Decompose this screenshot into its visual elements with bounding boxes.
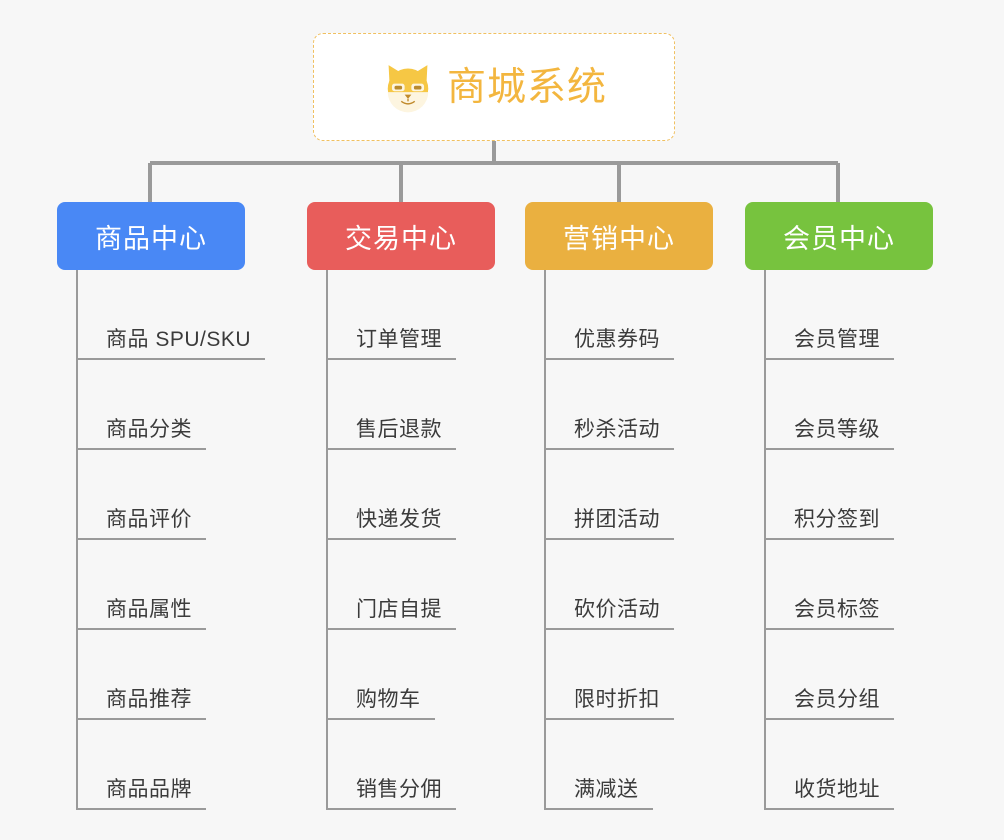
branch-header-trade[interactable]: 交易中心 [307, 202, 495, 270]
branch-header-marketing[interactable]: 营销中心 [525, 202, 713, 270]
branch-marketing: 营销中心 优惠券码 秒杀活动 拼团活动 砍价活动 限时折扣 满减送 [525, 202, 713, 810]
list-item[interactable]: 满减送 [544, 720, 713, 810]
list-item[interactable]: 秒杀活动 [544, 360, 713, 450]
list-item[interactable]: 积分签到 [764, 450, 933, 540]
list-item[interactable]: 售后退款 [326, 360, 495, 450]
list-item[interactable]: 商品评价 [76, 450, 245, 540]
shiba-dog-icon [387, 65, 429, 113]
list-item-label: 商品分类 [76, 417, 206, 450]
list-item-label: 积分签到 [764, 507, 894, 540]
list-item-label: 商品属性 [76, 597, 206, 630]
branch-header-member[interactable]: 会员中心 [745, 202, 933, 270]
root-title: 商城系统 [446, 65, 607, 109]
list-item[interactable]: 会员标签 [764, 540, 933, 630]
list-item[interactable]: 订单管理 [326, 270, 495, 360]
list-item[interactable]: 砍价活动 [544, 540, 713, 630]
branch-label: 会员中心 [783, 223, 895, 254]
branch-label: 交易中心 [345, 223, 457, 254]
list-item[interactable]: 会员管理 [764, 270, 933, 360]
branch-product: 商品中心 商品 SPU/SKU 商品分类 商品评价 商品属性 商品推荐 商品品牌 [57, 202, 266, 810]
list-item-label: 会员分组 [764, 687, 894, 720]
branch-member: 会员中心 会员管理 会员等级 积分签到 会员标签 会员分组 收货地址 [745, 202, 933, 810]
branch-header-product[interactable]: 商品中心 [57, 202, 245, 270]
list-item-label: 砍价活动 [544, 597, 674, 630]
list-item-label: 会员标签 [764, 597, 894, 630]
list-item[interactable]: 收货地址 [764, 720, 933, 810]
list-item-label: 拼团活动 [544, 507, 674, 540]
branch-item-list-marketing: 优惠券码 秒杀活动 拼团活动 砍价活动 限时折扣 满减送 [525, 270, 713, 810]
branch-item-list-trade: 订单管理 售后退款 快递发货 门店自提 购物车 销售分佣 [307, 270, 495, 810]
list-item[interactable]: 销售分佣 [326, 720, 495, 810]
list-item[interactable]: 限时折扣 [544, 630, 713, 720]
list-item-label: 订单管理 [326, 327, 456, 360]
list-item[interactable]: 商品属性 [76, 540, 245, 630]
list-item-label: 商品品牌 [76, 777, 206, 810]
list-item-label: 商品 SPU/SKU [76, 327, 266, 360]
root-node[interactable]: 商城系统 [313, 33, 675, 141]
list-item[interactable]: 优惠券码 [544, 270, 713, 360]
list-item-label: 会员等级 [764, 417, 894, 450]
list-item[interactable]: 门店自提 [326, 540, 495, 630]
list-item[interactable]: 商品 SPU/SKU [76, 270, 266, 360]
list-item[interactable]: 会员分组 [764, 630, 933, 720]
list-item-label: 满减送 [544, 777, 653, 810]
branch-item-list-product: 商品 SPU/SKU 商品分类 商品评价 商品属性 商品推荐 商品品牌 [57, 270, 266, 810]
list-item[interactable]: 会员等级 [764, 360, 933, 450]
branch-item-list-member: 会员管理 会员等级 积分签到 会员标签 会员分组 收货地址 [745, 270, 933, 810]
list-item[interactable]: 快递发货 [326, 450, 495, 540]
branch-label: 营销中心 [563, 223, 675, 254]
list-item-label: 购物车 [326, 687, 435, 720]
list-item[interactable]: 拼团活动 [544, 450, 713, 540]
list-item-label: 快递发货 [326, 507, 456, 540]
list-item[interactable]: 商品分类 [76, 360, 245, 450]
list-item-label: 商品推荐 [76, 687, 206, 720]
list-item[interactable]: 商品推荐 [76, 630, 245, 720]
list-item-label: 收货地址 [764, 777, 894, 810]
list-item[interactable]: 商品品牌 [76, 720, 245, 810]
list-item-label: 限时折扣 [544, 687, 674, 720]
branch-trade: 交易中心 订单管理 售后退款 快递发货 门店自提 购物车 销售分佣 [307, 202, 495, 810]
list-item-label: 优惠券码 [544, 327, 674, 360]
list-item-label: 售后退款 [326, 417, 456, 450]
list-item[interactable]: 购物车 [326, 630, 495, 720]
list-item-label: 销售分佣 [326, 777, 456, 810]
list-item-label: 门店自提 [326, 597, 456, 630]
list-item-label: 会员管理 [764, 327, 894, 360]
list-item-label: 商品评价 [76, 507, 206, 540]
branch-label: 商品中心 [95, 223, 207, 254]
list-item-label: 秒杀活动 [544, 417, 674, 450]
